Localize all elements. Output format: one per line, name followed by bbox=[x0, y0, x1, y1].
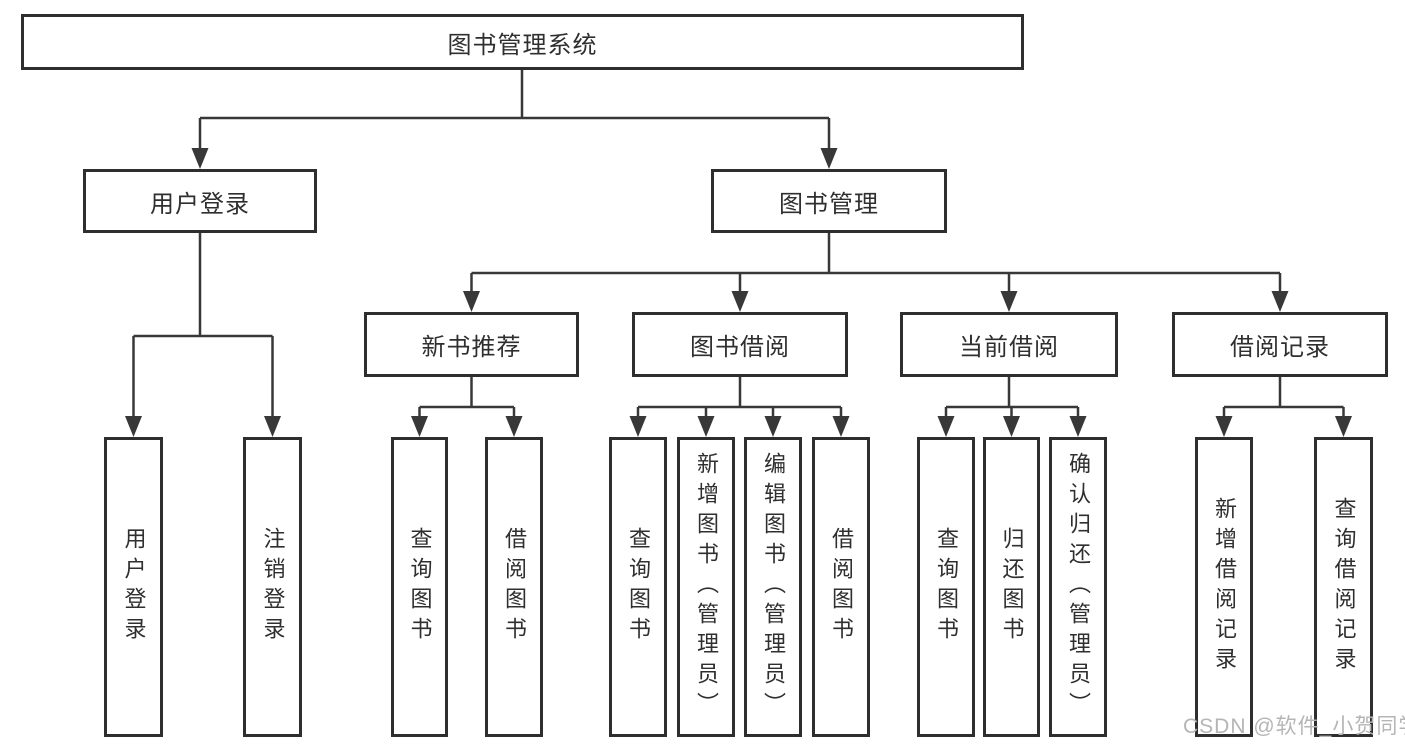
edge-book-management-children bbox=[463, 233, 1289, 312]
node-book-borrowing: 图书借阅 bbox=[632, 312, 848, 377]
leaf-query-books-recommend: 查询图书 bbox=[391, 437, 448, 737]
arrowhead-icon bbox=[820, 148, 838, 169]
arrowhead-icon bbox=[937, 416, 955, 437]
arrowhead-icon bbox=[764, 416, 782, 437]
arrowhead-icon bbox=[1271, 291, 1289, 312]
node-label: 图书借阅 bbox=[690, 334, 790, 361]
node-label: 查询图书 bbox=[407, 527, 433, 647]
node-label: 编辑图书（管理员） bbox=[761, 452, 786, 722]
arrowhead-icon bbox=[1215, 416, 1233, 437]
connector-line bbox=[198, 70, 831, 150]
node-book-management: 图书管理 bbox=[711, 169, 947, 233]
arrowhead-icon bbox=[125, 416, 142, 437]
leaf-borrow-books-recommend: 借阅图书 bbox=[485, 437, 543, 737]
arrowhead-icon bbox=[505, 416, 523, 437]
edge-records-children bbox=[1215, 377, 1352, 437]
node-label: 借阅记录 bbox=[1230, 334, 1330, 361]
connector-line bbox=[132, 233, 274, 418]
edge-root-to-level2 bbox=[191, 70, 838, 169]
node-new-book-recommendation: 新书推荐 bbox=[364, 312, 579, 377]
connector-line bbox=[1222, 377, 1345, 418]
leaf-return-books: 归还图书 bbox=[983, 437, 1040, 737]
node-label: 当前借阅 bbox=[959, 334, 1059, 361]
leaf-borrow-books-borrow: 借阅图书 bbox=[812, 437, 870, 737]
connector-line bbox=[470, 233, 1282, 293]
node-label: 用户登录 bbox=[121, 527, 147, 647]
arrowhead-icon bbox=[629, 416, 647, 437]
node-current-borrowing: 当前借阅 bbox=[900, 312, 1118, 377]
node-label: 图书管理 bbox=[779, 190, 879, 218]
arrowhead-icon bbox=[264, 416, 281, 437]
edge-current-children bbox=[937, 377, 1087, 437]
arrowhead-icon bbox=[1069, 416, 1087, 437]
node-label: 借阅图书 bbox=[829, 527, 854, 647]
leaf-edit-books-admin: 编辑图书（管理员） bbox=[744, 437, 802, 737]
csdn-watermark: CSDN @软件_小贺同学 bbox=[1183, 715, 1405, 738]
node-label: 新书推荐 bbox=[421, 334, 522, 361]
node-label: 查询图书 bbox=[934, 527, 959, 647]
node-label: 新增借阅记录 bbox=[1212, 497, 1237, 677]
arrowhead-icon bbox=[697, 416, 715, 437]
node-label: 用户登录 bbox=[150, 190, 250, 218]
arrowhead-icon bbox=[463, 291, 480, 312]
arrowhead-icon bbox=[1003, 416, 1020, 437]
arrowhead-icon bbox=[1000, 291, 1018, 312]
node-label: 归还图书 bbox=[999, 527, 1025, 647]
node-label: 确认归还（管理员） bbox=[1066, 452, 1091, 722]
edge-user-login-children bbox=[125, 233, 281, 437]
node-user-login: 用户登录 bbox=[83, 169, 317, 233]
connector-line bbox=[418, 377, 516, 418]
edge-borrow-children bbox=[629, 377, 850, 437]
connector-line bbox=[944, 377, 1080, 418]
leaf-query-books-current: 查询图书 bbox=[917, 437, 975, 737]
arrowhead-icon bbox=[832, 416, 850, 437]
node-label: 图书管理系统 bbox=[447, 31, 598, 59]
node-label: 借阅图书 bbox=[502, 527, 527, 647]
node-label: 注销登录 bbox=[260, 527, 286, 647]
leaf-add-borrow-record: 新增借阅记录 bbox=[1195, 437, 1253, 737]
arrowhead-icon bbox=[191, 148, 209, 169]
leaf-add-books-admin: 新增图书（管理员） bbox=[677, 437, 735, 737]
node-label: 查询图书 bbox=[626, 527, 651, 647]
node-label: 查询借阅记录 bbox=[1331, 497, 1357, 677]
edge-recommend-children bbox=[411, 377, 523, 437]
leaf-query-books-borrow: 查询图书 bbox=[609, 437, 667, 737]
leaf-confirm-return-admin: 确认归还（管理员） bbox=[1049, 437, 1107, 737]
arrowhead-icon bbox=[1335, 416, 1352, 437]
arrowhead-icon bbox=[411, 416, 428, 437]
node-borrowing-records: 借阅记录 bbox=[1172, 312, 1388, 377]
node-library-management-system: 图书管理系统 bbox=[21, 14, 1024, 70]
leaf-query-borrow-record: 查询借阅记录 bbox=[1314, 437, 1373, 737]
connector-line bbox=[636, 377, 843, 418]
node-label: 新增图书（管理员） bbox=[694, 452, 719, 722]
leaf-logout: 注销登录 bbox=[243, 437, 302, 737]
leaf-user-login: 用户登录 bbox=[104, 437, 163, 737]
arrowhead-icon bbox=[731, 291, 749, 312]
